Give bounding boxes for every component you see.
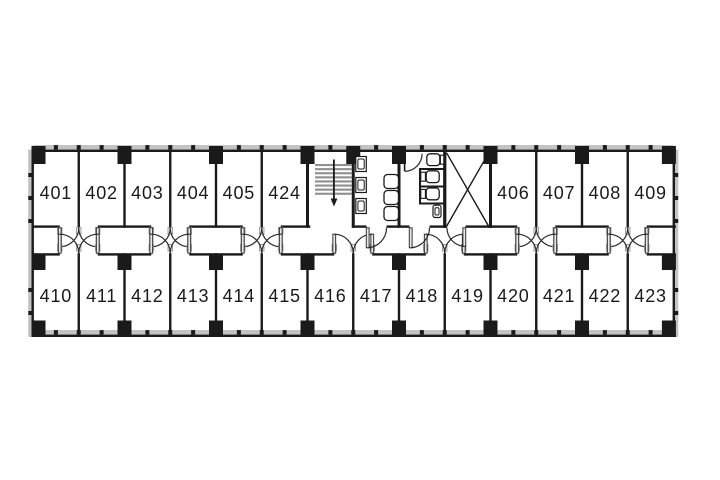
door-pair [240,227,284,248]
room-divider-walls [77,151,629,337]
door-pair [423,233,467,254]
room-label-417: 417 [360,286,392,306]
room-label-416: 416 [314,286,346,306]
room-label-422: 422 [589,286,621,306]
door-pair [57,233,101,254]
toilet-icon [420,170,440,184]
door-pair [240,233,284,254]
door-pair [606,233,650,254]
door-pair [514,227,558,248]
single-door [365,227,388,249]
room-label-406: 406 [497,183,529,203]
room-label-414: 414 [223,286,255,306]
single-door [446,227,467,247]
utility-room-fixtures [355,155,400,222]
door-pair [57,227,101,248]
toilet-icon [420,187,440,201]
room-label-412: 412 [131,286,163,306]
corridor-wall [33,253,676,256]
room-label-413: 413 [177,286,209,306]
door-pair [514,233,558,254]
door-pair [148,227,192,248]
doors [57,227,650,254]
room-label-420: 420 [497,286,529,306]
room-label-418: 418 [406,286,438,306]
room-label-419: 419 [451,286,483,306]
door-pair [148,233,192,254]
room-label-409: 409 [634,183,666,203]
restroom [403,153,446,219]
room-label-424: 424 [268,183,300,203]
room-label-401: 401 [40,183,72,203]
room-label-421: 421 [543,286,575,306]
urinal-icon [432,204,442,219]
elevator-shaft [443,151,492,228]
door-pair [606,227,650,248]
elevator-x-icon [445,152,490,227]
corridor-wall [33,225,676,228]
room-label-405: 405 [223,183,255,203]
room-label-411: 411 [86,286,117,306]
room-label-415: 415 [268,286,300,306]
room-label-403: 403 [131,183,163,203]
room-label-410: 410 [40,286,72,306]
room-label-407: 407 [543,183,575,203]
room-label-404: 404 [177,183,209,203]
room-label-402: 402 [85,183,117,203]
single-door [408,227,431,249]
columns [31,146,676,337]
toilet-icon [426,153,446,167]
room-label-423: 423 [634,286,666,306]
stairs-icon [315,159,352,207]
room-label-408: 408 [589,183,621,203]
room-labels: 401 402 403 404 405 424 406 407 408 409 410 411 412 4… [40,183,666,306]
